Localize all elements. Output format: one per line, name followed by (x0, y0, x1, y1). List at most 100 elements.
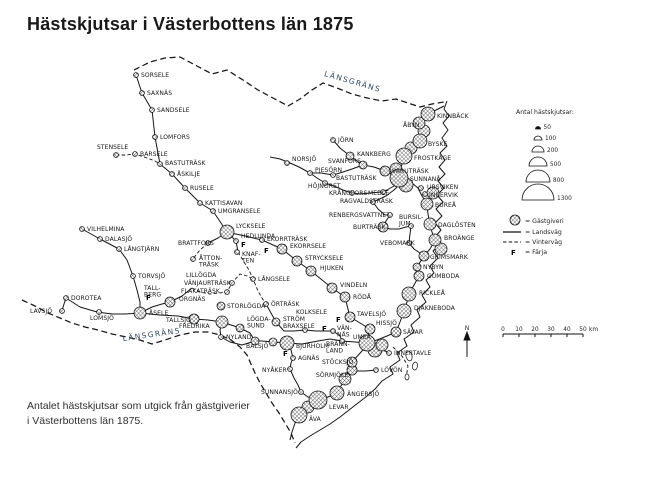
place-bastutr-sk (157, 161, 163, 167)
gastgiveri-marker (259, 237, 265, 243)
place-label: ÄNGERSJÖ (347, 391, 379, 398)
place-label: LOMSJÖ (90, 315, 114, 322)
gastgiveri-marker (96, 309, 102, 315)
gastgiveri-marker (420, 197, 434, 211)
place-kr-ngfors (349, 190, 355, 196)
place-label: LÖGDA- (247, 316, 271, 323)
place-label: VINDELN (340, 282, 367, 289)
place-medle (380, 189, 386, 195)
place-levar (308, 390, 328, 410)
place-barsele (132, 151, 138, 157)
place-label: URSVIKEN (427, 184, 458, 191)
place-bjurholm (279, 335, 295, 351)
gastgiveri-marker (97, 236, 103, 242)
gastgiveri-marker (235, 323, 245, 333)
legend-gastgiveri-label: = Gästgiveri (525, 218, 564, 225)
gastgiveri-marker (349, 190, 355, 196)
gastgiveri-marker (250, 276, 256, 282)
legend-size-symbol (528, 156, 548, 167)
gastgiveri-marker (271, 317, 281, 327)
legend-size-value: 100 (545, 136, 556, 142)
place-bro-nge (428, 233, 442, 247)
place-balsj- (250, 336, 260, 346)
gastgiveri-marker (412, 262, 422, 272)
place-label: NYLAND (226, 334, 252, 341)
gastgiveri-marker (215, 315, 229, 329)
caption-line-1: Antalet hästskjutsar som utgick från gäs… (27, 400, 250, 412)
place-label: VÄNJAURTRÄSK (184, 280, 232, 287)
gastgiveri-marker (406, 240, 412, 246)
place-label: DJÄKNEBODA (414, 305, 456, 312)
gastgiveri-marker (326, 282, 338, 294)
place-ume- (358, 334, 376, 352)
place-norsj- (284, 160, 290, 166)
island (405, 350, 413, 362)
gastgiveri-marker (330, 172, 336, 178)
place-label: UMEÅ (353, 334, 372, 341)
place-label: EKORRSELE (290, 243, 326, 250)
gastgiveri-marker (284, 160, 290, 166)
place-label: LOMFORS (160, 134, 190, 141)
scale-tick-label: 30 (547, 327, 555, 333)
labels-layer: SORSELESAXNÄSSANDSELELOMFORSSTENSELEBARS… (30, 69, 476, 423)
place-kolksele (302, 327, 308, 333)
place-label: LAVSJÖ (30, 308, 52, 315)
place-label: INNERTAVLE (394, 350, 432, 357)
place-label: FREDRIKA (179, 323, 210, 330)
place-vebomark (406, 240, 412, 246)
gastgiveri-marker (386, 350, 392, 356)
volume-circle (375, 338, 389, 352)
place-fredrika (215, 315, 229, 329)
legend-size-value: 1300 (557, 196, 572, 202)
gastgiveri-marker (287, 366, 293, 372)
place-label: SAXNÄS (147, 90, 172, 97)
place-label: BERG (144, 292, 161, 299)
place-label: EKORRTRÄSK (267, 236, 308, 243)
place-label: FROSTKÅGE (414, 155, 451, 162)
place-saxn-s (139, 90, 145, 96)
gastgiveri-marker (339, 338, 345, 344)
place-label: KINNBÄCK (437, 113, 470, 120)
markers-layer (59, 72, 448, 424)
road-land (135, 74, 228, 233)
legend-size-symbol (525, 169, 551, 183)
gastgiveri-marker (339, 291, 351, 303)
gastgiveri-marker (307, 170, 313, 176)
place-agn-s (290, 355, 296, 361)
gastgiveri-marker (290, 406, 308, 424)
gastgiveri-marker (423, 217, 437, 231)
gastgiveri-marker (139, 90, 145, 96)
place-label: BRÄNN- (326, 341, 350, 348)
gastgiveri-marker (377, 221, 389, 233)
gastgiveri-marker (412, 133, 428, 149)
place-frostk-ge (395, 147, 413, 165)
place-gumboda (413, 270, 425, 282)
place-str-m (271, 317, 281, 327)
place-label: SORSELE (141, 72, 169, 79)
legend-size-value: 200 (547, 148, 558, 154)
place--ngersj- (329, 385, 345, 401)
place-sorsele (133, 72, 139, 78)
gastgiveri-legend-icon (509, 214, 521, 226)
gastgiveri-marker (418, 185, 424, 191)
place-label: BURTRÄSK (353, 224, 386, 231)
place-j-rn (330, 137, 336, 143)
place-br-nnland (339, 338, 345, 344)
place-label: BJURHOLM (296, 343, 329, 350)
gastgiveri-marker (79, 226, 85, 232)
scale-tick-label: 10 (515, 327, 523, 333)
gastgiveri-marker (390, 326, 402, 338)
place-label: STRYCKSELE (305, 255, 344, 262)
place-grimsmark (418, 250, 430, 262)
legend-landsvag-label: = Landsväg (525, 229, 562, 236)
border-label: LÄNSGRÄNS (323, 69, 382, 94)
place-label: HISSJÖ (376, 320, 397, 327)
place-label: ÖRTRÄSK (271, 301, 301, 308)
ferry-symbol: F (322, 325, 327, 333)
place-label: SÄVAR (403, 329, 423, 336)
place-hissj- (364, 323, 376, 335)
place-flakatr-sk (224, 289, 230, 295)
place-ursviken (418, 185, 424, 191)
place-label: TORVSJÖ (137, 273, 166, 280)
place-label: BRAXSELE (283, 323, 315, 330)
